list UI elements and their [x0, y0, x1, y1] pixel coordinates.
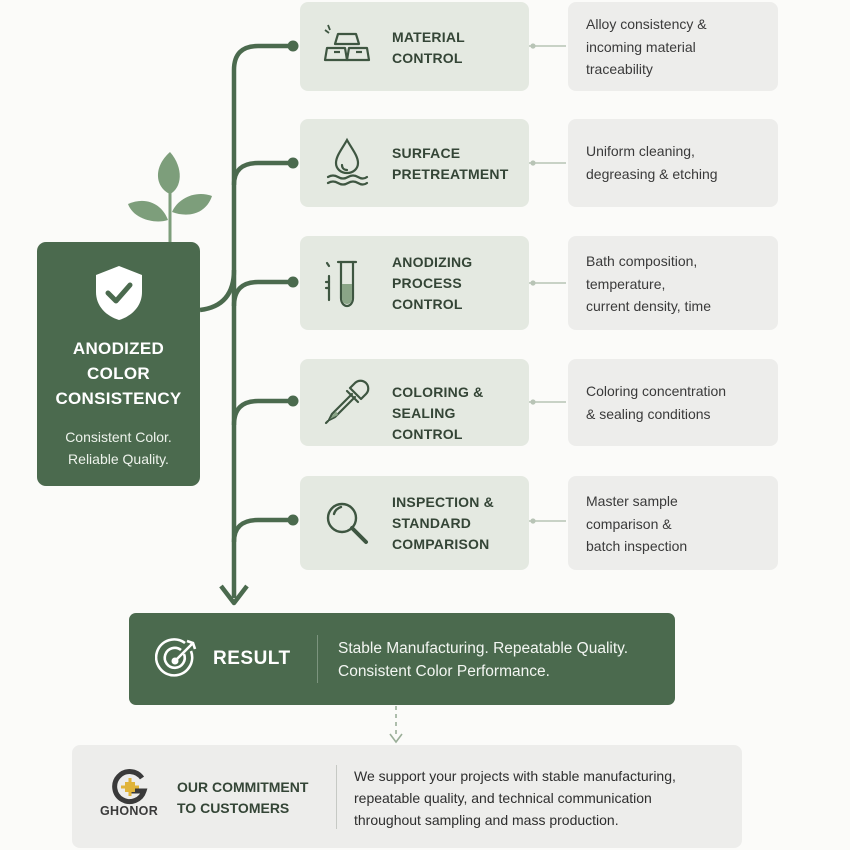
branch-dot-1	[287, 40, 299, 52]
desc-text: Bath composition, temperature, current d…	[586, 253, 712, 314]
step-label: INSPECTION & STANDARD COMPARISON	[392, 494, 494, 552]
dashed-arrowhead	[389, 733, 403, 744]
main-tagline: Consistent Color. Reliable Quality.	[65, 429, 172, 467]
ghonor-logo-icon	[112, 769, 148, 805]
desc-text: Alloy consistency & incoming material tr…	[586, 16, 707, 77]
result-label: RESULT	[213, 648, 291, 669]
shield-check-icon	[96, 266, 142, 320]
desc-anodizing-process-control: Bath composition, temperature, current d…	[568, 236, 778, 330]
step-label: COLORING & SEALING CONTROL	[392, 384, 484, 442]
desc-link-dots	[530, 43, 536, 524]
branch-dot-3	[287, 276, 299, 288]
desc-material-control: Alloy consistency & incoming material tr…	[568, 2, 778, 91]
dropper-icon	[324, 379, 370, 425]
trunk-arrowhead	[219, 584, 249, 606]
test-tube-icon	[324, 260, 358, 308]
commitment-box: GHONOR OUR COMMITMENT TO CUSTOMERS We su…	[72, 745, 742, 848]
logo-text: GHONOR	[99, 804, 159, 818]
desc-text: Coloring concentration & sealing conditi…	[586, 383, 727, 422]
step-coloring-sealing-control: COLORING & SEALING CONTROL	[300, 359, 529, 446]
branch-coloring	[231, 398, 292, 426]
leaf-icon	[128, 152, 212, 246]
step-inspection-standard-comparison: INSPECTION & STANDARD COMPARISON	[300, 476, 529, 570]
branch-dot-4	[287, 395, 299, 407]
main-title: ANODIZED COLOR CONSISTENCY	[55, 339, 182, 408]
result-divider	[317, 635, 318, 683]
step-label: MATERIAL CONTROL	[392, 29, 465, 66]
result-text: Stable Manufacturing. Repeatable Quality…	[338, 640, 629, 680]
desc-coloring-sealing-control: Coloring concentration & sealing conditi…	[568, 359, 778, 446]
magnifier-icon	[326, 502, 368, 544]
branch-inspection	[231, 517, 292, 543]
desc-text: Master sample comparison & batch inspect…	[586, 493, 688, 554]
desc-text: Uniform cleaning, degreasing & etching	[586, 143, 718, 182]
desc-surface-pretreatment: Uniform cleaning, degreasing & etching	[568, 119, 778, 207]
branch-surface	[231, 160, 292, 186]
desc-inspection-standard-comparison: Master sample comparison & batch inspect…	[568, 476, 778, 570]
trunk-connector	[199, 43, 292, 313]
branch-anodizing	[231, 279, 292, 307]
step-label: ANODIZING PROCESS CONTROL	[392, 254, 473, 312]
main-topic-box: ANODIZED COLOR CONSISTENCY Consistent Co…	[37, 242, 200, 486]
step-label: SURFACE PRETREATMENT	[392, 145, 509, 182]
step-surface-pretreatment: SURFACE PRETREATMENT	[300, 119, 529, 207]
metal-ingots-icon	[323, 24, 371, 62]
water-drop-icon	[326, 137, 369, 186]
step-anodizing-process-control: ANODIZING PROCESS CONTROL	[300, 236, 529, 330]
step-material-control: MATERIAL CONTROL	[300, 2, 529, 91]
branch-dot-5	[287, 514, 299, 526]
commitment-text: We support your projects with stable man…	[354, 768, 676, 828]
commitment-title: OUR COMMITMENT TO CUSTOMERS	[177, 779, 309, 816]
commitment-divider	[336, 765, 337, 829]
target-icon	[155, 638, 197, 677]
branch-dot-2	[287, 157, 299, 169]
result-box: RESULT Stable Manufacturing. Repeatable …	[129, 613, 675, 705]
